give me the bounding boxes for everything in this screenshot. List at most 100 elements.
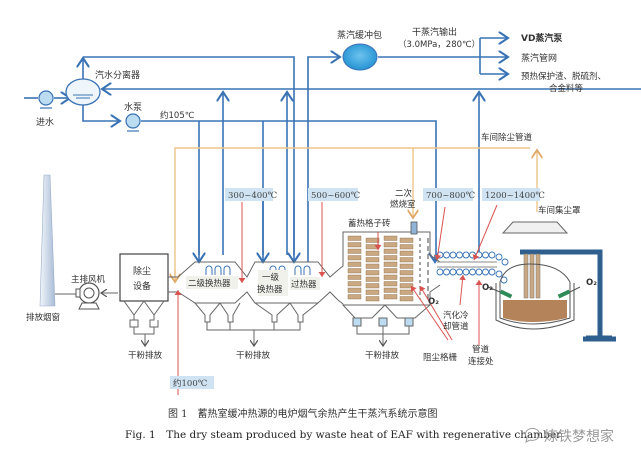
primary-hx-label-2: 换热器 xyxy=(257,284,283,295)
workshop-dust-hood-label: 车间集尘罩 xyxy=(538,205,581,216)
checker-brick xyxy=(347,287,362,293)
separator-label: 汽水分离器 xyxy=(95,69,140,81)
checker-brick xyxy=(383,261,398,267)
checker-brick xyxy=(347,235,362,241)
checker-bricks xyxy=(347,235,414,302)
svg-text:700~800℃: 700~800℃ xyxy=(426,191,475,201)
chimney-label: 排放烟窗 xyxy=(26,312,60,323)
checker-brick xyxy=(399,296,414,302)
workshop-dust-hood xyxy=(501,221,569,234)
temp-label-1200-1400: 1200~1400℃ xyxy=(482,188,545,201)
workshop-dust-pipe-label: 车间除尘管道 xyxy=(481,132,533,143)
svg-text:500~600℃: 500~600℃ xyxy=(311,191,360,201)
cooling-tube xyxy=(488,251,496,259)
checker-brick xyxy=(399,263,414,269)
pipe-joint-label-1: 管道 xyxy=(472,344,490,355)
checker-brick xyxy=(383,287,398,293)
output-steam-network: 蒸汽管网 xyxy=(521,52,557,64)
cooling-tube xyxy=(462,268,470,276)
checker-brick xyxy=(365,289,380,295)
checker-brick xyxy=(399,237,414,243)
steam-buffer-drum xyxy=(342,43,378,71)
main-fan-label: 主排风机 xyxy=(71,274,106,285)
vapor-cooling-label-1: 汽化冷 xyxy=(443,310,469,321)
regen-brick-label: 蓄热格子砖 xyxy=(348,218,391,229)
checker-brick xyxy=(365,263,380,269)
checker-brick xyxy=(365,283,380,289)
checker-brick xyxy=(365,270,380,276)
checker-brick xyxy=(365,257,380,263)
checker-brick xyxy=(399,289,414,295)
checker-brick xyxy=(383,255,398,261)
checker-brick xyxy=(365,244,380,250)
checker-brick xyxy=(365,250,380,256)
checker-brick xyxy=(347,281,362,287)
checker-brick xyxy=(399,257,414,263)
vapor-cooling-label-2: 却管道 xyxy=(443,321,469,332)
temp-label-500-600: 500~600℃ xyxy=(308,188,360,201)
cooling-tube xyxy=(443,268,450,276)
cooling-tube xyxy=(449,268,457,276)
regenerative-chamber xyxy=(337,221,441,346)
checker-brick xyxy=(383,274,398,280)
output-preheat-line2: 合金料等 xyxy=(549,83,584,94)
svg-text:1200~1400℃: 1200~1400℃ xyxy=(485,191,545,201)
cooling-tube xyxy=(495,270,503,278)
o2-label-left: O₂ xyxy=(482,283,493,293)
cooling-tube xyxy=(495,253,503,261)
secondary-combustion-label-1: 二次 xyxy=(395,188,413,199)
cooling-tube xyxy=(436,268,444,276)
o2-label-right: O₂ xyxy=(586,278,597,288)
dust-removal-label-2: 设备 xyxy=(133,280,151,292)
temp-label-100: 约100℃ xyxy=(170,376,214,389)
checker-brick xyxy=(347,242,362,248)
checker-brick xyxy=(365,276,380,282)
superheater-label: 过热器 xyxy=(291,279,317,290)
svg-text:炼铁梦想家: 炼铁梦想家 xyxy=(544,428,614,445)
checker-brick xyxy=(399,276,414,282)
cooling-tube xyxy=(482,268,489,276)
output-preheat-line1: 预热保护渣、脱硫剂、 xyxy=(521,71,606,82)
checker-brick xyxy=(399,244,414,250)
secondary-hx-label: 二级换热器 xyxy=(188,278,231,289)
steam-buffer-label: 蒸汽缓冲包 xyxy=(337,29,382,41)
cooling-tube xyxy=(475,268,483,276)
temp-label-300-400: 300~400℃ xyxy=(225,188,277,201)
output-vd-pump: VD蒸汽泵 xyxy=(521,32,563,44)
primary-hx-label-1: 一级 xyxy=(262,272,280,283)
cooling-tube xyxy=(469,251,476,259)
temp-label-700-800: 700~800℃ xyxy=(423,188,475,201)
cooling-tube xyxy=(449,251,457,259)
checker-brick xyxy=(399,250,414,256)
dry-steam-output-label: 干蒸汽输出 xyxy=(412,26,457,38)
main-exhaust-fan xyxy=(75,282,118,310)
workshop-dust-duct xyxy=(175,147,537,282)
cooling-tube xyxy=(456,268,463,276)
watermark: 炼铁梦想家 xyxy=(525,427,614,445)
cooling-tube xyxy=(501,258,509,266)
dust-grid-label: 阻尘格栅 xyxy=(423,352,458,363)
wechat-icon xyxy=(525,427,540,443)
checker-brick xyxy=(347,268,362,274)
checker-brick xyxy=(399,270,414,276)
chimney xyxy=(39,174,78,307)
secondary-combustion-label-2: 燃烧室 xyxy=(390,199,416,210)
cooling-tube xyxy=(488,268,496,276)
checker-brick xyxy=(347,261,362,267)
checker-brick xyxy=(383,235,398,241)
checker-brick xyxy=(347,294,362,300)
caption-cn: 图 1 蓄热室缓冲热源的电炉烟气余热产生干蒸汽系统示意图 xyxy=(168,407,438,420)
checker-brick xyxy=(383,281,398,287)
checker-brick xyxy=(347,248,362,254)
electric-arc-furnace xyxy=(487,249,616,342)
cooling-tube xyxy=(482,251,489,259)
dry-powder-label-1: 干粉排放 xyxy=(128,350,163,361)
dry-powder-label-2: 干粉排放 xyxy=(236,350,271,361)
dry-steam-params: （3.0MPa，280℃） xyxy=(398,39,480,50)
checker-brick xyxy=(383,242,398,248)
checker-brick xyxy=(347,274,362,280)
flue-gas-arrows xyxy=(174,202,498,395)
water-inlet-pump xyxy=(38,90,54,109)
dry-powder-label-3: 干粉排放 xyxy=(365,350,400,361)
